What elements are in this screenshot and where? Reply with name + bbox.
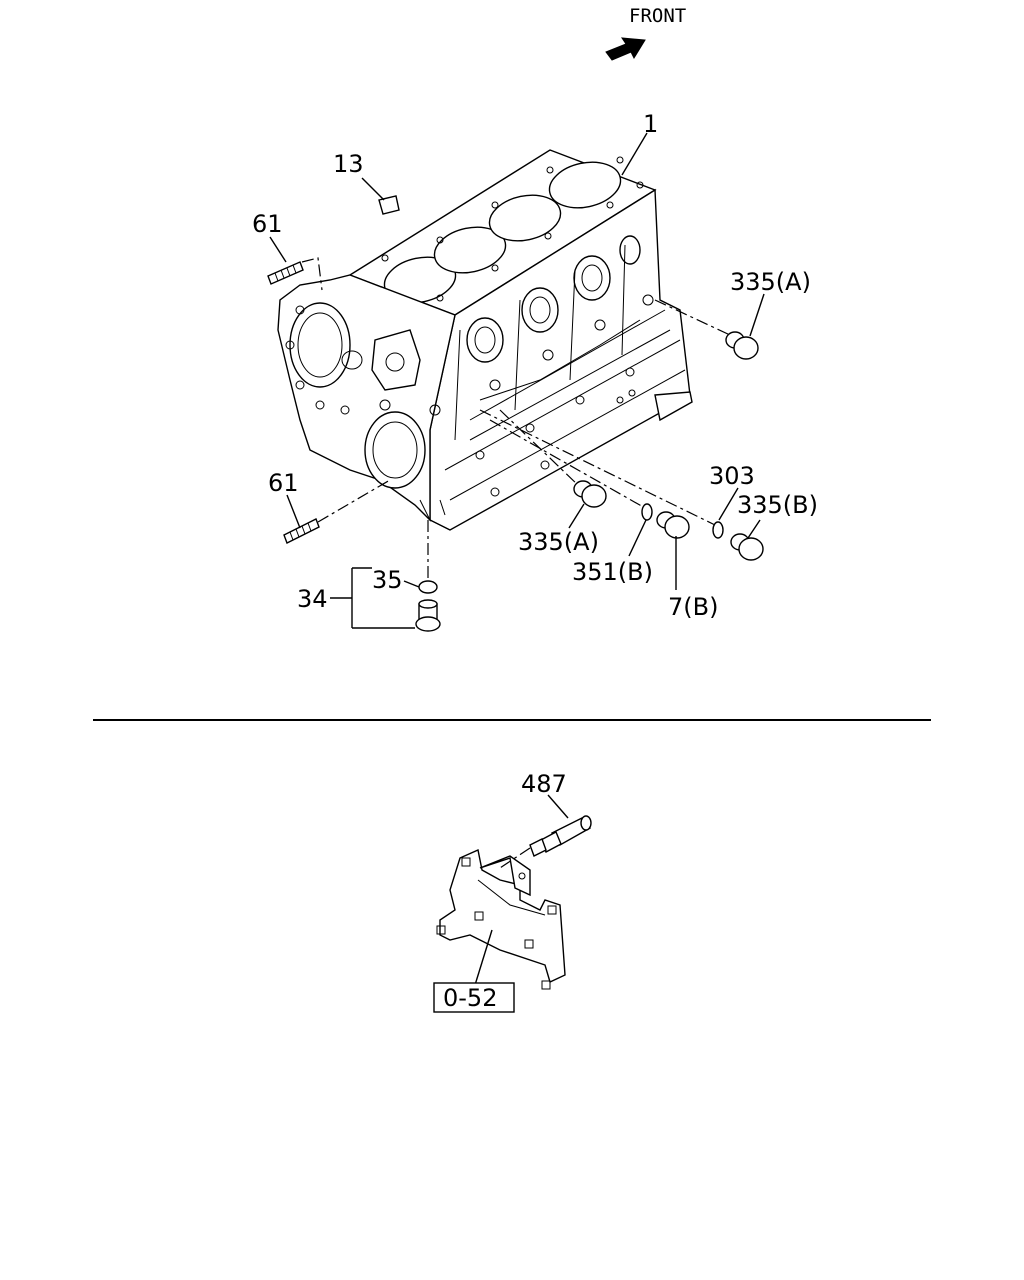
callout-1: 1 <box>643 110 658 138</box>
callout-335a-bottom: 335(A) <box>518 528 599 556</box>
drain-plug-34 <box>415 520 441 632</box>
front-label: FRONT <box>629 5 686 27</box>
front-arrow-icon <box>605 37 646 61</box>
callout-487: 487 <box>521 770 567 798</box>
callout-34: 34 <box>297 585 328 613</box>
stud-bottom <box>283 479 391 544</box>
leader-052 <box>474 929 493 986</box>
callout-335a-right: 335(A) <box>730 268 811 296</box>
callout-335b: 335(B) <box>737 491 818 519</box>
callout-61-top: 61 <box>252 210 283 238</box>
bracket-assembly <box>436 815 592 990</box>
callout-351b: 351(B) <box>572 558 653 586</box>
callout-7b: 7(B) <box>668 593 718 621</box>
callout-13: 13 <box>333 150 364 178</box>
callout-052-box <box>433 982 515 1013</box>
sensor-487 <box>499 815 592 869</box>
leader-lines <box>269 132 765 629</box>
front-indicator: FRONT <box>605 5 686 61</box>
callouts-top: 1 13 61 335(A) 61 303 335(B) 335(A) 351(… <box>252 110 818 621</box>
callout-052: 0-52 <box>443 984 497 1012</box>
callout-61-bottom: 61 <box>268 469 299 497</box>
leader-487 <box>547 794 569 819</box>
stud-top <box>267 257 323 291</box>
plug-335b-and-oring <box>479 409 764 561</box>
callout-303: 303 <box>709 462 755 490</box>
callout-35: 35 <box>372 566 403 594</box>
plug-335a-right <box>654 299 759 360</box>
cylinder-block <box>277 149 693 531</box>
plug-7b-and-oring <box>489 419 690 539</box>
dowel-pin <box>378 195 400 215</box>
